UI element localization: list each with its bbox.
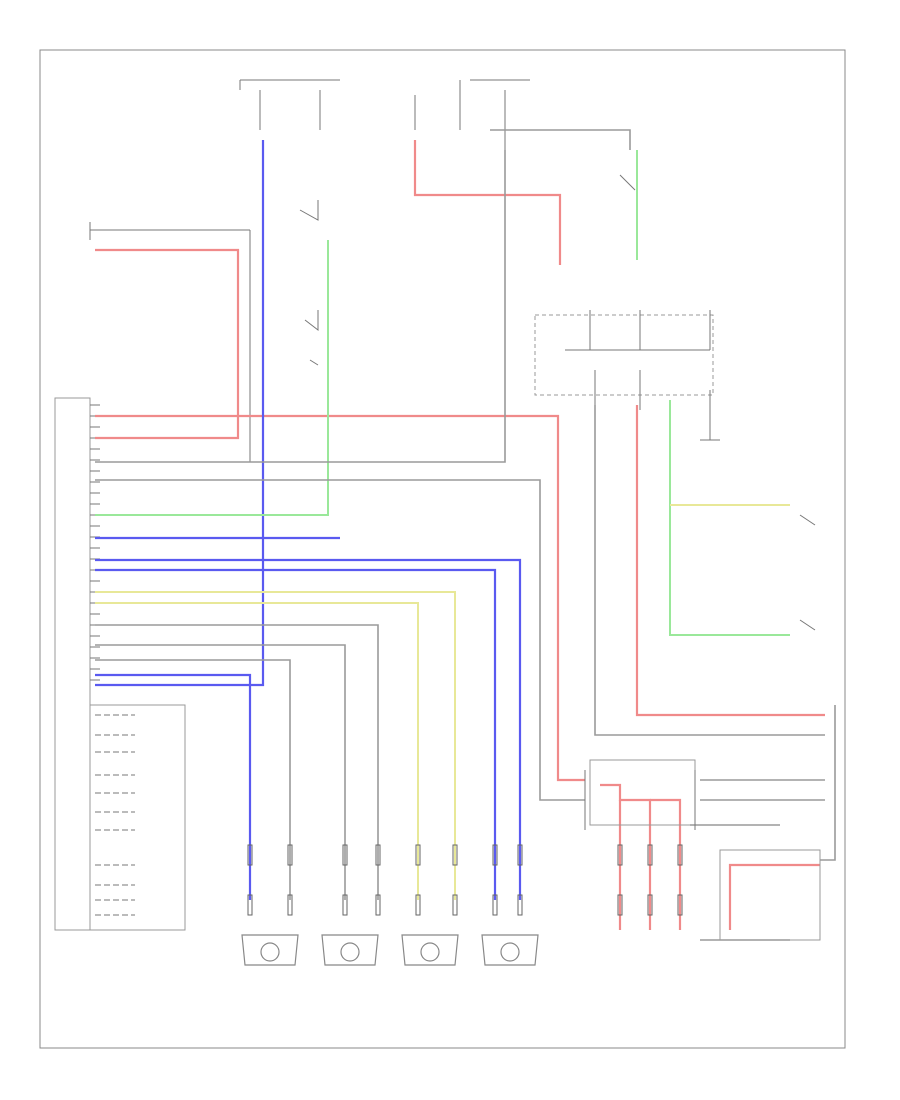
wire-gray-5 xyxy=(95,659,291,900)
connector-pin xyxy=(247,844,253,866)
connector-pin xyxy=(677,844,683,866)
wire-blue-fuse xyxy=(95,140,265,687)
wire-red-relay-c xyxy=(650,798,682,930)
connector-pin xyxy=(452,894,458,916)
wheel-speed-sensor xyxy=(321,934,379,966)
wire-green-switch xyxy=(95,240,329,516)
wire-gray-3 xyxy=(95,624,379,900)
ecm-connector xyxy=(89,222,251,462)
wheel-speed-sensors xyxy=(241,934,539,966)
connector-pin xyxy=(617,894,623,916)
connector-pin xyxy=(415,894,421,916)
connector-pin xyxy=(342,894,348,916)
connector-pin xyxy=(247,894,253,916)
wheel-speed-sensor xyxy=(401,934,459,966)
connector-stubs xyxy=(247,844,683,916)
wire-blue-r2 xyxy=(95,568,497,900)
wire-gray-11 xyxy=(820,705,836,861)
diagram-frame xyxy=(39,49,846,1049)
connector-pin xyxy=(415,844,421,866)
connector-pin xyxy=(517,894,523,916)
connector-pin xyxy=(287,894,293,916)
connector-pin xyxy=(677,894,683,916)
abs-motor-relay xyxy=(584,759,696,830)
wire-gray-4 xyxy=(95,644,346,900)
connector-pin xyxy=(617,844,623,866)
abs-control-module xyxy=(54,397,186,931)
connector-pin xyxy=(517,844,523,866)
connector-pin xyxy=(375,894,381,916)
wire-red-fuse xyxy=(413,140,562,265)
sensor-module-right xyxy=(719,849,821,941)
connector-pin xyxy=(647,844,653,866)
wire-blue-sensor-1 xyxy=(95,673,252,900)
switch-symbols xyxy=(299,174,816,631)
combination-meter xyxy=(534,310,720,441)
wire-gray-6 xyxy=(594,405,825,736)
connector-pin xyxy=(492,894,498,916)
wheel-speed-sensor xyxy=(241,934,299,966)
wire-gray-12 xyxy=(490,129,631,150)
wire-gray-2 xyxy=(95,479,585,801)
wire-red-main xyxy=(95,414,585,782)
connector-pin xyxy=(342,844,348,866)
connector-pin xyxy=(452,844,458,866)
wire-yellow-2 xyxy=(95,602,419,900)
connector-pin xyxy=(287,844,293,866)
wire-red-right xyxy=(635,405,825,717)
wire-blue-right xyxy=(95,558,522,900)
connector-pin xyxy=(375,844,381,866)
wire-green-right xyxy=(669,400,790,636)
wire-red-relay-a xyxy=(600,783,652,930)
wire-red-ecm xyxy=(95,248,240,440)
wire-gray-1 xyxy=(95,150,506,463)
connector-pin xyxy=(647,894,653,916)
wire-red-bottom xyxy=(728,863,820,930)
wire-yellow-1 xyxy=(95,591,456,900)
connector-pin xyxy=(492,844,498,866)
wheel-speed-sensor xyxy=(481,934,539,966)
fuse-block-top xyxy=(239,79,530,150)
